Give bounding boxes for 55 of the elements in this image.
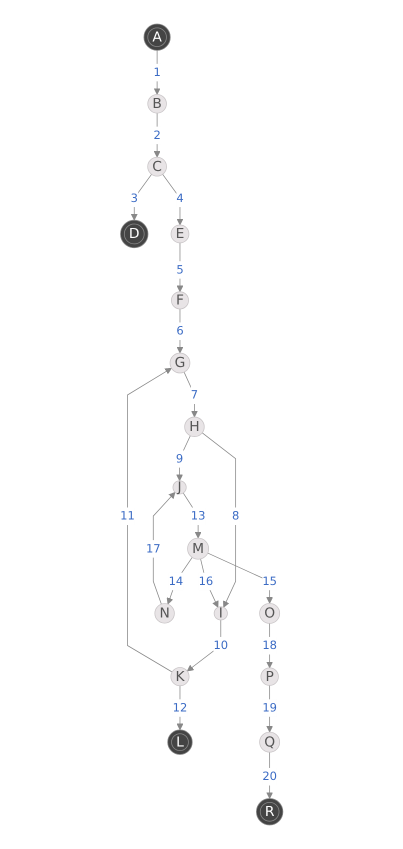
arrow: [176, 685, 184, 730]
edge-label: 6: [176, 324, 184, 338]
node-circle: D: [120, 220, 148, 248]
edge-label: 16: [198, 574, 214, 588]
edge-label: 11: [120, 508, 135, 523]
arrow: [200, 558, 218, 608]
node-circle: A: [144, 24, 171, 51]
edge-label: 2: [153, 128, 161, 142]
edge-label: 13: [190, 508, 206, 523]
node-circle: O: [259, 602, 280, 624]
arrow: [176, 308, 184, 354]
edge-label: 4: [176, 191, 184, 205]
edge-label: 15: [262, 574, 277, 588]
node-circle: R: [256, 798, 284, 826]
arrow: [266, 752, 273, 799]
arrow: [182, 492, 202, 538]
edge-label: 8: [232, 508, 240, 523]
arrow: [152, 492, 176, 605]
edge-label: 9: [176, 452, 184, 466]
arrow: [207, 552, 273, 604]
node-circle: G: [170, 352, 190, 374]
edge-label: 10: [213, 638, 228, 652]
node-circle: J: [172, 480, 187, 494]
arrow: [266, 623, 273, 668]
node-circle: B: [147, 94, 167, 114]
arrow: [266, 685, 273, 732]
node-circle: E: [170, 224, 190, 244]
edge-label: 7: [190, 388, 198, 402]
edge-label: 1: [153, 65, 161, 80]
arrow: [186, 620, 222, 672]
arrow: [127, 368, 172, 672]
arrow: [176, 242, 184, 292]
edge-label: 18: [262, 638, 277, 652]
node-circle: I: [214, 606, 228, 620]
edge-label: 12: [172, 700, 188, 715]
arrow: [130, 174, 152, 220]
arrow: [176, 435, 191, 482]
edge-label: 5: [176, 262, 184, 276]
node-circle: P: [260, 668, 279, 686]
edge-label: 19: [262, 700, 277, 715]
arrow: [162, 174, 184, 226]
node-circle: C: [147, 156, 167, 176]
node-circle: H: [184, 416, 205, 438]
node-circle: K: [170, 667, 190, 686]
arrow: [166, 557, 193, 604]
edge-label: 17: [146, 542, 161, 556]
node-circle: F: [171, 291, 189, 310]
edge-label: 20: [262, 769, 277, 784]
arrow: [202, 432, 236, 608]
node-circle: N: [154, 603, 175, 624]
edge-label: 14: [168, 574, 184, 588]
node-circle: Q: [259, 732, 280, 753]
edge-label: 3: [130, 191, 138, 205]
node-circle: M: [187, 538, 210, 560]
node-circle: L: [167, 730, 193, 755]
